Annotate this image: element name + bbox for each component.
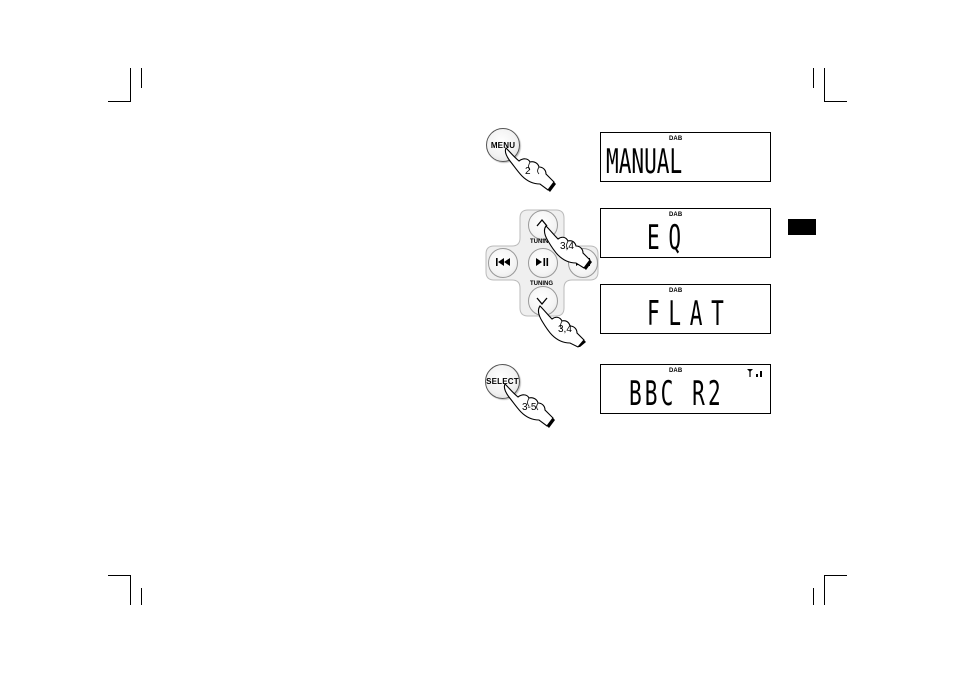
lcd-display-eq: DAB EQ xyxy=(600,208,771,258)
step-number: 3-5 xyxy=(522,403,536,413)
crop-mark-bottom-left-h xyxy=(108,575,131,576)
lcd-text: BBC R2 xyxy=(629,378,724,410)
step-menu: MENU 2 xyxy=(486,128,566,196)
crop-mark-bottom-left-v2 xyxy=(141,588,142,605)
step-number: 2 xyxy=(525,167,531,177)
lcd-text: FLAT xyxy=(647,298,732,330)
step-number-down: 3,4 xyxy=(558,325,572,335)
crop-mark-top-right-h xyxy=(824,101,847,102)
crop-mark-bottom-left-v1 xyxy=(130,575,131,605)
crop-mark-bottom-right-v2 xyxy=(813,588,814,605)
pointing-hand-icon xyxy=(474,208,604,348)
crop-mark-top-right-v2 xyxy=(813,68,814,88)
crop-mark-top-left-h xyxy=(108,101,131,102)
crop-mark-bottom-right-v1 xyxy=(824,575,825,605)
crop-mark-top-left-v1 xyxy=(130,68,131,102)
tuning-pad: TUNING TUNING 3,4 3,4 xyxy=(474,208,604,348)
pointing-hand-icon xyxy=(485,364,565,432)
language-tab-marker xyxy=(788,219,816,235)
lcd-display-station: DAB BBC R2 xyxy=(600,364,771,414)
signal-strength-icon xyxy=(746,368,766,377)
crop-mark-top-right-v1 xyxy=(824,68,825,102)
lcd-text: EQ xyxy=(647,222,690,254)
lcd-display-manual: DAB MANUAL xyxy=(600,132,771,182)
lcd-display-flat: DAB FLAT xyxy=(600,284,771,334)
lcd-text: MANUAL xyxy=(606,146,682,178)
pointing-hand-icon xyxy=(486,128,566,196)
crop-mark-top-left-v2 xyxy=(141,68,142,88)
crop-mark-bottom-right-h xyxy=(824,575,847,576)
step-select: SELECT 3-5 xyxy=(485,364,565,432)
